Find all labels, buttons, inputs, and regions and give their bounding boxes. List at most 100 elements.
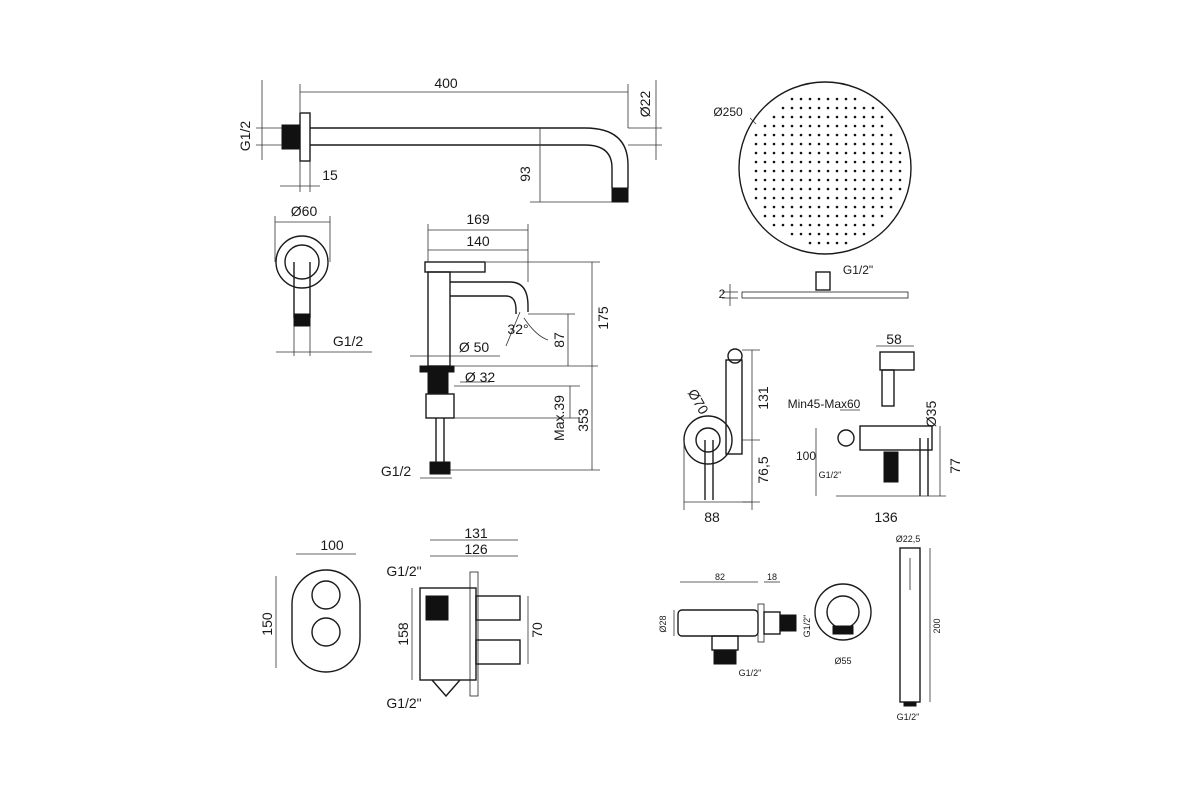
nozzle-dot bbox=[889, 151, 893, 155]
mixer-height-total-label: 175 bbox=[595, 306, 611, 330]
nozzle-dot bbox=[853, 115, 857, 119]
nozzle-dot bbox=[853, 169, 857, 173]
nozzle-dot bbox=[817, 97, 821, 101]
nozzle-dot bbox=[772, 214, 776, 218]
nozzle-dot bbox=[844, 169, 848, 173]
nozzle-dot bbox=[790, 205, 794, 209]
nozzle-dot bbox=[808, 205, 812, 209]
nozzle-dot bbox=[871, 196, 875, 200]
nozzle-dot bbox=[844, 106, 848, 110]
nozzle-dot bbox=[835, 241, 839, 245]
nozzle-dot bbox=[817, 169, 821, 173]
arm-offset-label: 15 bbox=[322, 167, 338, 183]
nozzle-dot bbox=[844, 232, 848, 236]
nozzle-dot bbox=[781, 196, 785, 200]
mixer-spout-height-label: 87 bbox=[551, 332, 567, 348]
nozzle-dot bbox=[871, 214, 875, 218]
nozzle-dot bbox=[790, 232, 794, 236]
valve-thread-top-label: G1/2" bbox=[386, 563, 421, 579]
nozzle-dot bbox=[808, 151, 812, 155]
nozzle-dot bbox=[817, 214, 821, 218]
nozzle-dot bbox=[799, 187, 803, 191]
nozzle-dot bbox=[826, 169, 830, 173]
mixer-base-label: Ø 50 bbox=[459, 339, 490, 355]
nozzle-dot bbox=[880, 178, 884, 182]
nozzle-dot bbox=[862, 142, 866, 146]
nozzle-dot bbox=[862, 169, 866, 173]
nozzle-dot bbox=[790, 214, 794, 218]
nozzle-dot bbox=[853, 178, 857, 182]
nozzle-dot bbox=[835, 106, 839, 110]
nozzle-dot bbox=[862, 214, 866, 218]
nozzle-dot bbox=[898, 151, 902, 155]
bidet-box-height-label: 100 bbox=[796, 449, 816, 463]
nozzle-dot bbox=[799, 151, 803, 155]
nozzle-dot bbox=[853, 142, 857, 146]
nozzle-dot bbox=[862, 160, 866, 164]
nozzle-dot bbox=[844, 133, 848, 137]
nozzle-dot bbox=[880, 187, 884, 191]
arm-length-label: 400 bbox=[434, 75, 458, 91]
nozzle-dot bbox=[898, 187, 902, 191]
nozzle-dot bbox=[799, 169, 803, 173]
nozzle-dot bbox=[772, 187, 776, 191]
nozzle-dot bbox=[835, 133, 839, 137]
nozzle-dot bbox=[871, 124, 875, 128]
nozzle-dot bbox=[790, 151, 794, 155]
nozzle-dot bbox=[817, 241, 821, 245]
nozzle-dot bbox=[799, 106, 803, 110]
nozzle-dot bbox=[853, 97, 857, 101]
nozzle-dot bbox=[781, 169, 785, 173]
nozzle-dot bbox=[835, 169, 839, 173]
nozzle-dot bbox=[871, 106, 875, 110]
nozzle-dot bbox=[862, 106, 866, 110]
valve-height-label: 158 bbox=[395, 622, 411, 646]
nozzle-dot bbox=[772, 151, 776, 155]
bidet-side-thread-label: G1/2" bbox=[819, 470, 842, 480]
nozzle-dot bbox=[826, 232, 830, 236]
nozzle-dot bbox=[781, 133, 785, 137]
outlet-nut-label: 18 bbox=[767, 572, 777, 582]
nozzle-dot bbox=[799, 97, 803, 101]
nozzle-dot bbox=[880, 151, 884, 155]
nozzle-dot bbox=[871, 205, 875, 209]
nozzle-dot bbox=[880, 169, 884, 173]
nozzle-dot bbox=[781, 142, 785, 146]
bidet-top-width-label: 58 bbox=[886, 331, 902, 347]
nozzle-dot bbox=[781, 115, 785, 119]
nozzle-dot bbox=[808, 169, 812, 173]
nozzle-dot bbox=[799, 124, 803, 128]
nozzle-dot bbox=[880, 133, 884, 137]
nozzle-dot bbox=[889, 196, 893, 200]
nozzle-dot bbox=[763, 178, 767, 182]
hand-diameter-label: Ø22,5 bbox=[896, 534, 921, 544]
nozzle-dot bbox=[889, 160, 893, 164]
wall-outlet-view: 82 18 Ø28 G1/2" G1/2" Ø55 bbox=[658, 572, 872, 678]
nozzle-dot bbox=[790, 178, 794, 182]
head-diameter-label: Ø250 bbox=[713, 105, 743, 119]
nozzle-dot bbox=[763, 160, 767, 164]
nozzle-dot bbox=[853, 187, 857, 191]
nozzle-dot bbox=[790, 196, 794, 200]
nozzle-dot bbox=[898, 169, 902, 173]
nozzle-dot bbox=[817, 232, 821, 236]
nozzle-dot bbox=[898, 178, 902, 182]
outlet-diameter-label: Ø28 bbox=[658, 615, 668, 632]
nozzle-dot bbox=[772, 169, 776, 173]
nozzle-dot bbox=[763, 187, 767, 191]
nozzle-dot bbox=[835, 97, 839, 101]
nozzle-dot bbox=[799, 196, 803, 200]
nozzle-dot bbox=[790, 115, 794, 119]
nozzle-dot bbox=[754, 196, 758, 200]
nozzle-dot bbox=[844, 205, 848, 209]
nozzle-dot bbox=[817, 160, 821, 164]
shower-head-view: Ø250 G1/2" 2 bbox=[713, 81, 912, 306]
nozzle-dot bbox=[808, 160, 812, 164]
nozzle-dot bbox=[835, 124, 839, 128]
nozzle-dot bbox=[790, 160, 794, 164]
nozzle-dot bbox=[880, 142, 884, 146]
nozzle-dot bbox=[808, 214, 812, 218]
nozzle-dot bbox=[871, 142, 875, 146]
nozzle-dot bbox=[772, 124, 776, 128]
